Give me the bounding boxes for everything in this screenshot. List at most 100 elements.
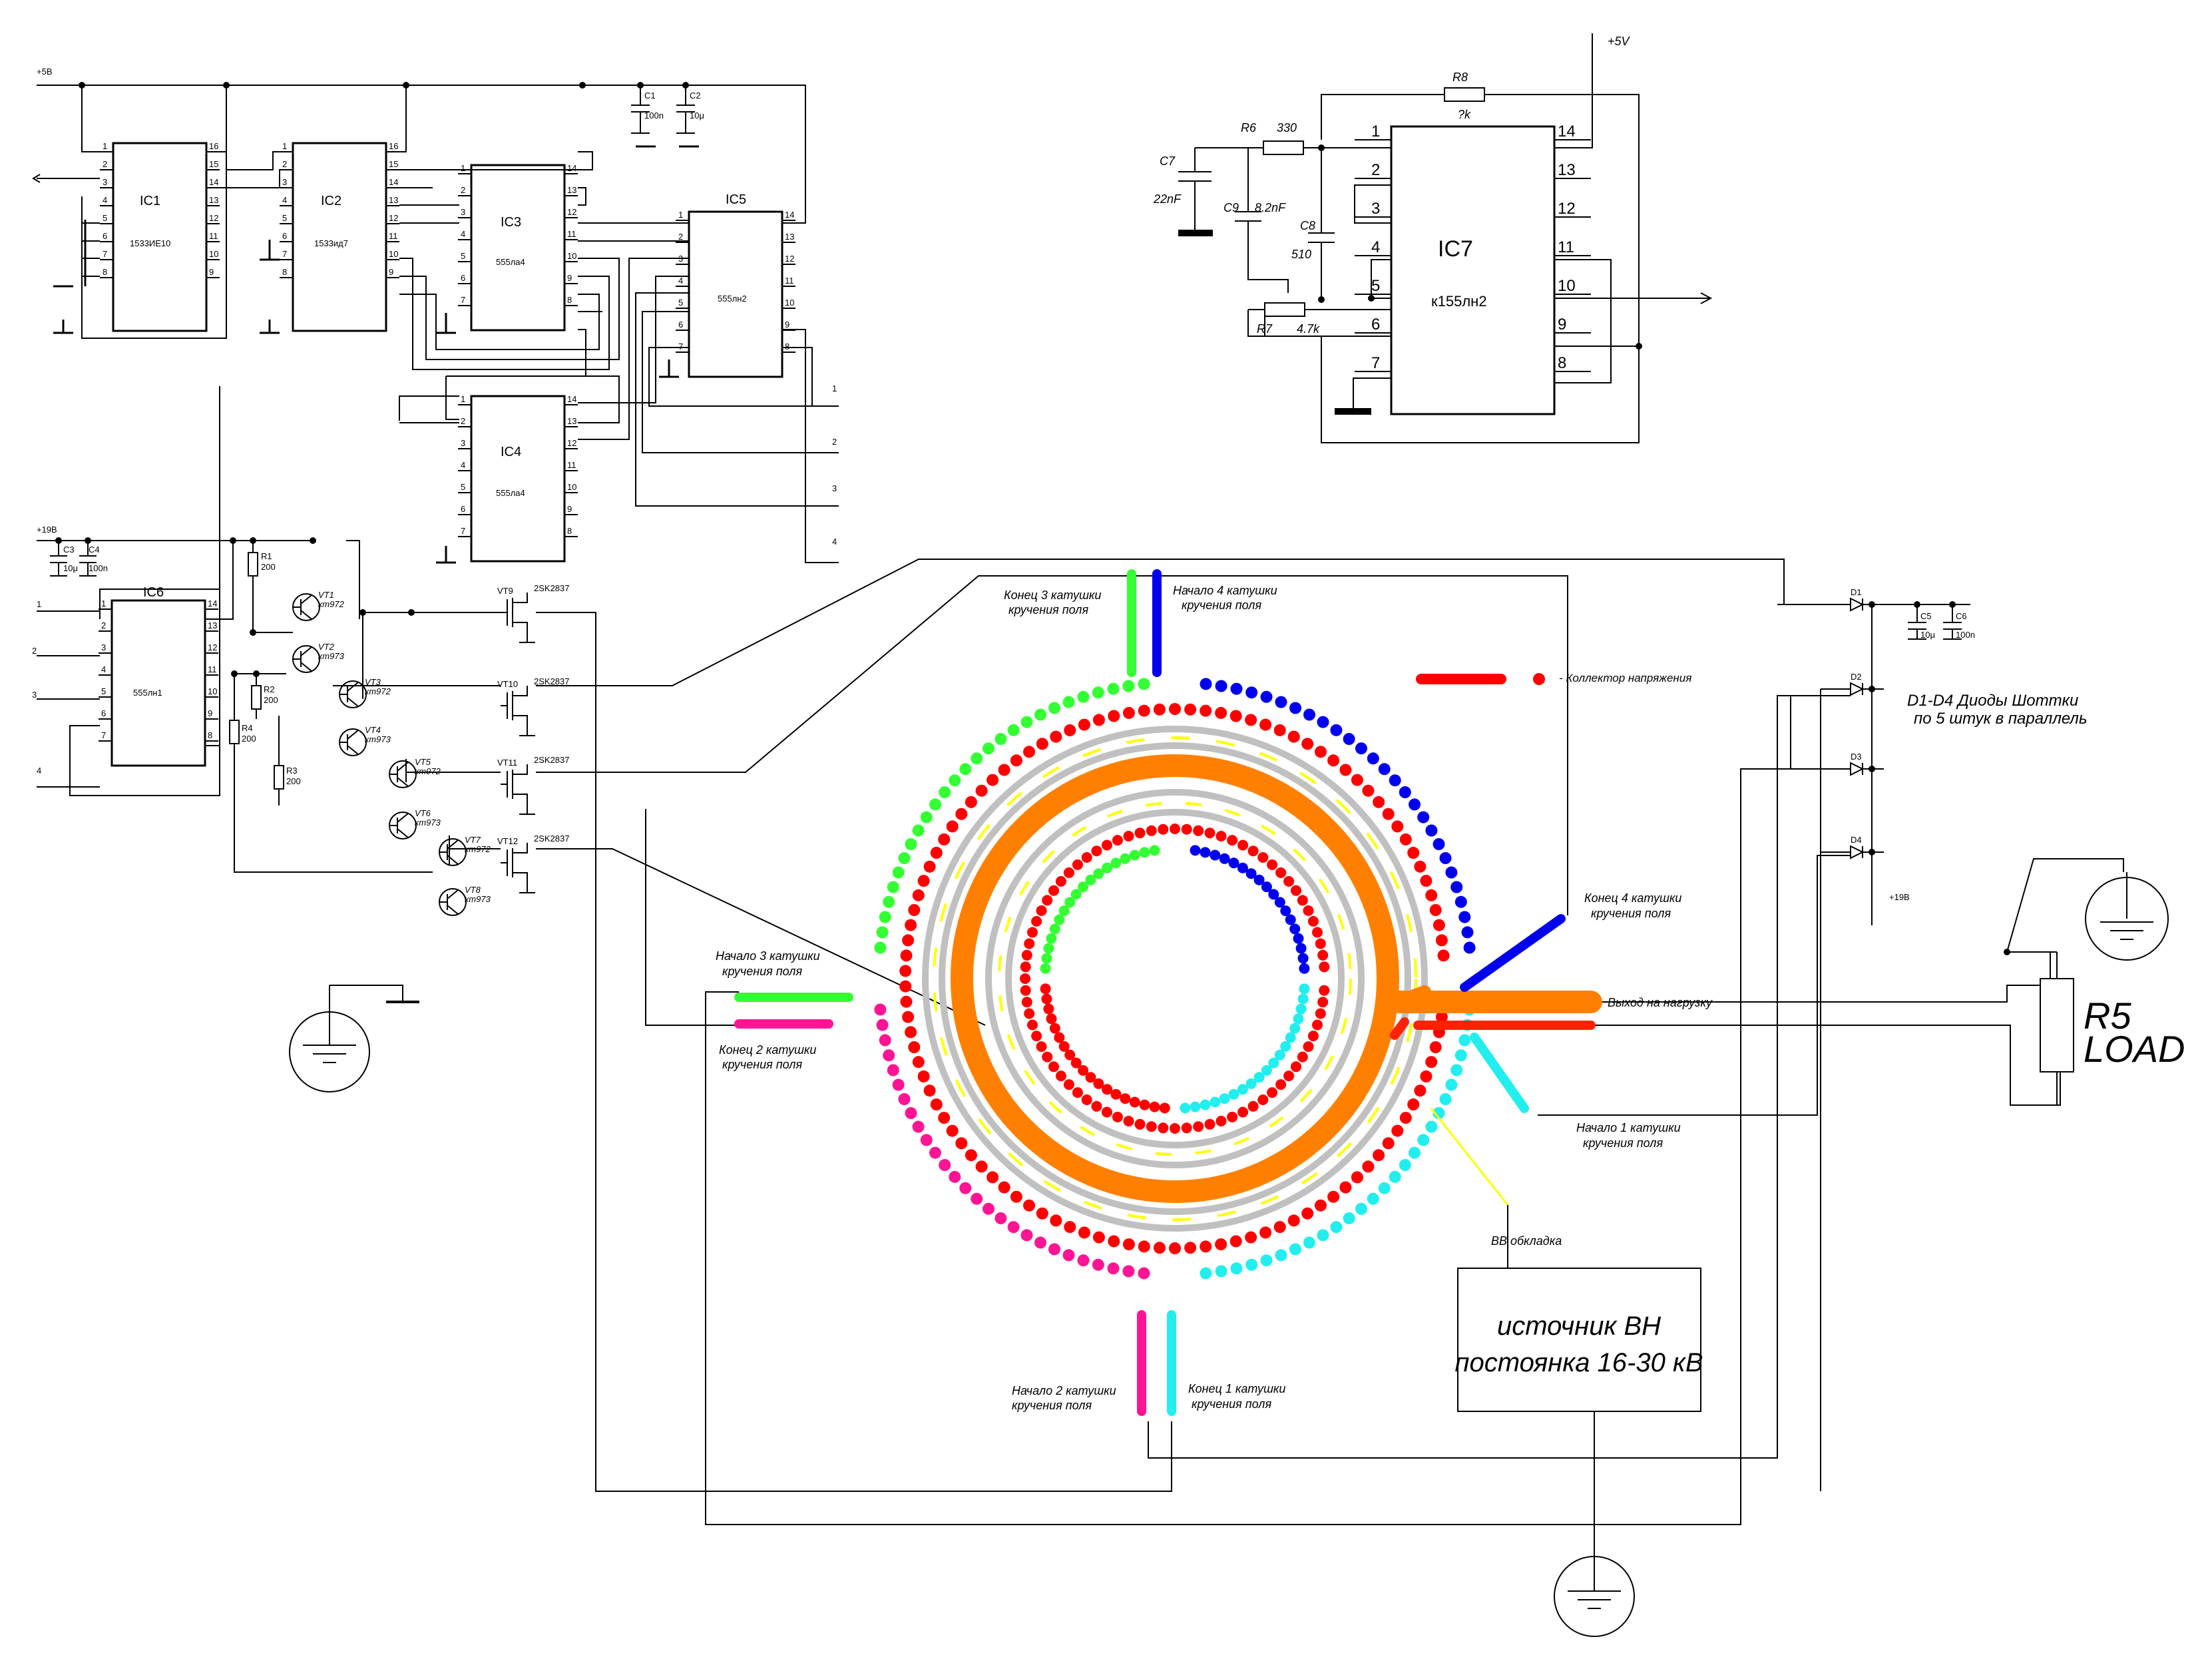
winding-dot — [899, 965, 912, 977]
winding-dot — [1007, 1221, 1020, 1234]
winding-dot — [1330, 1221, 1343, 1234]
winding-dot — [1031, 915, 1042, 927]
mosfet-name: VT10 — [497, 679, 518, 689]
pin-number: 12 — [389, 213, 398, 223]
bjt-pairs: VT1кт972VT2кт973VT3кт972VT4кт973VT5кт972… — [292, 590, 491, 916]
winding-dot — [1200, 704, 1212, 717]
coil3-start-label-2: кручения поля — [722, 965, 802, 978]
winding-dot — [1317, 949, 1329, 961]
winding-dot — [1389, 1170, 1401, 1183]
pin-number: 7 — [461, 295, 465, 305]
winding-dot — [892, 1078, 905, 1091]
svg-text:C5: C5 — [1920, 611, 1932, 621]
winding-dot — [1291, 1061, 1301, 1072]
winding-dot — [1445, 866, 1458, 879]
mosfet-part: 2SK2837 — [534, 755, 570, 765]
svg-text:100n: 100n — [1956, 630, 1975, 640]
winding-dot — [874, 1003, 887, 1016]
resistor-r2: R2 200 — [251, 674, 278, 719]
winding-dot — [1261, 1065, 1272, 1076]
winding-dot — [1343, 1212, 1355, 1224]
winding-dot — [1102, 1084, 1113, 1095]
svg-text:IC4: IC4 — [501, 445, 521, 459]
winding-dot — [1458, 1034, 1471, 1047]
winding-dot — [1425, 1056, 1438, 1069]
pin-number: 14 — [567, 163, 576, 173]
winding-dot — [1287, 730, 1300, 743]
ic7-pin-number: 14 — [1558, 122, 1576, 140]
pin-number: 8 — [208, 730, 212, 740]
resistor-r4: R4 200 — [229, 674, 433, 873]
pin-number: 1 — [282, 141, 287, 151]
winding-dot — [1036, 738, 1048, 750]
winding-dot — [1439, 1093, 1452, 1105]
coil-windings — [874, 678, 1476, 1280]
winding-dot — [1085, 874, 1096, 885]
pin-number: 5 — [461, 251, 465, 261]
coil3-end-label-1: Конец 3 катушки — [1004, 589, 1101, 602]
winding-dot — [1417, 1134, 1430, 1146]
transistor-part: кт973 — [415, 818, 441, 828]
pin-number: 3 — [101, 642, 106, 652]
ic7-pin-number: 10 — [1558, 277, 1576, 295]
winding-dot — [1123, 1116, 1134, 1126]
mosfet-part: 2SK2837 — [534, 833, 570, 843]
winding-dot — [1215, 680, 1227, 692]
winding-dot — [930, 1098, 943, 1110]
winding-dot — [1245, 1231, 1257, 1244]
pin-number: 7 — [103, 249, 107, 259]
pin-number: 10 — [209, 249, 218, 259]
winding-dot — [1315, 746, 1327, 758]
capacitor-c4: C4 100n — [79, 541, 108, 577]
winding-dot — [975, 1160, 988, 1173]
winding-dot — [1289, 1023, 1301, 1034]
winding-dot — [998, 1181, 1010, 1194]
winding-dot — [929, 798, 941, 811]
pin-number: 1 — [103, 141, 107, 151]
pin-number: 13 — [567, 416, 576, 426]
winding-dot — [1289, 923, 1301, 935]
winding-dot — [1062, 696, 1075, 708]
winding-dot — [1289, 702, 1301, 714]
winding-dot — [938, 1112, 951, 1124]
winding-dot — [1439, 852, 1452, 864]
coil2-end-label-2: кручения поля — [722, 1058, 802, 1071]
svg-text:555ла4: 555ла4 — [496, 257, 525, 267]
pin-number: 8 — [785, 342, 789, 352]
transistor-name: VT3 — [365, 677, 381, 687]
winding-dot — [1058, 1041, 1070, 1052]
pin-number: 10 — [785, 298, 794, 308]
winding-dot — [1247, 845, 1259, 857]
winding-dot — [1378, 763, 1391, 776]
winding-dot — [1319, 961, 1330, 973]
pin-number: 7 — [678, 342, 683, 352]
winding-dot — [1159, 1102, 1170, 1114]
pin-number: 5 — [103, 213, 107, 223]
capacitor-c3: C3 10μ — [50, 541, 78, 577]
winding-dot — [1120, 1093, 1131, 1104]
yellow-dashes-outer — [933, 736, 1417, 1221]
pin-number: 8 — [567, 295, 572, 305]
ic7-pin-number: 13 — [1558, 161, 1576, 179]
winding-dot — [876, 926, 889, 939]
winding-dot — [1382, 1137, 1395, 1150]
chip-ic7 — [1390, 125, 1556, 415]
hv-source: источник ВН постоянка 16-30 кВ — [1454, 1268, 1703, 1637]
winding-dot — [1184, 703, 1197, 716]
winding-dot — [1092, 1258, 1104, 1271]
winding-dot — [1293, 933, 1304, 944]
winding-dot — [1092, 686, 1104, 699]
winding-dot — [1317, 997, 1329, 1008]
winding-dot — [1204, 828, 1216, 839]
winding-dot — [1021, 949, 1032, 961]
transistor-name: VT7 — [465, 835, 481, 845]
svg-text:200: 200 — [261, 562, 276, 572]
winding-dot — [1229, 1235, 1242, 1248]
winding-dot — [1027, 927, 1038, 938]
pin-number: 13 — [209, 195, 218, 205]
winding-dot — [1110, 857, 1122, 869]
